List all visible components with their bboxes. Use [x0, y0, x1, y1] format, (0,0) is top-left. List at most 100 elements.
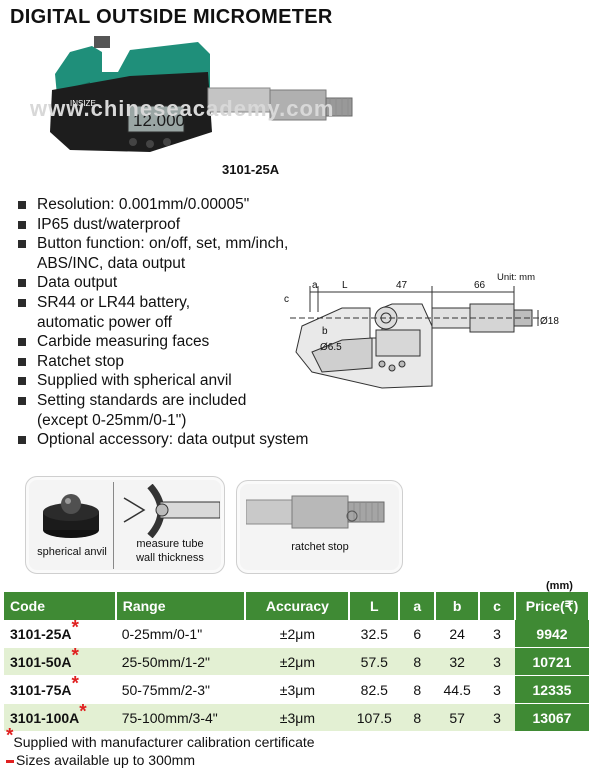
cell-c: 3 [479, 703, 515, 732]
header-a: a [399, 592, 437, 620]
header-code: Code [4, 592, 117, 620]
cell-price: 10721 [514, 647, 589, 676]
square-bullet-icon [18, 338, 26, 347]
cell-price: 12335 [514, 675, 589, 704]
asterisk-mark: * [79, 700, 87, 722]
asterisk-mark: * [6, 725, 14, 747]
cell-a: 6 [399, 620, 436, 648]
square-bullet-icon [18, 220, 26, 229]
dim-d65: Ø6.5 [320, 342, 342, 353]
display-reading: 12.000 [133, 111, 185, 130]
cell-range: 75-100mm/3-4" [115, 703, 246, 732]
square-bullet-icon [18, 201, 26, 209]
header-c: c [479, 592, 516, 620]
square-bullet-icon [18, 279, 26, 288]
asterisk-mark: * [71, 672, 79, 694]
feature-item-continuation: automatic power off [37, 313, 172, 331]
table-row: 3101-100A* 75-100mm/3-4" ±3μm 107.5 8 57… [4, 700, 589, 732]
square-bullet-icon [18, 436, 26, 445]
dim-66: 66 [474, 280, 486, 291]
measure-tube-image [123, 484, 220, 538]
feature-item-continuation: (except 0-25mm/0-1") [37, 411, 187, 429]
feature-item: Ratchet stop [18, 352, 308, 372]
feature-item: Button function: on/off, set, mm/inch, [18, 234, 308, 254]
header-price: Price(₹) [514, 592, 591, 620]
dimension-diagram: a L 47 66 c b Ø6.5 Ø18 [284, 280, 559, 389]
brand-logo: INSIZE [70, 99, 96, 108]
dim-b: b [322, 326, 328, 337]
cell-L: 107.5 [349, 703, 400, 732]
square-bullet-icon [18, 377, 26, 386]
table-row: 3101-25A* 0-25mm/0-1" ±2μm 32.5 6 24 3 9… [4, 616, 589, 648]
asterisk-mark: * [71, 644, 79, 666]
measure-tube-caption-line1: measure tube [136, 538, 204, 550]
feature-item-continuation: ABS/INC, data output [37, 254, 186, 272]
cell-accuracy: ±2μm [245, 620, 350, 648]
feature-item: Resolution: 0.001mm/0.00005" [18, 195, 308, 215]
cell-range: 25-50mm/1-2" [115, 647, 246, 676]
feature-item: Setting standards are included [18, 391, 308, 411]
ratchet-stop-image [246, 495, 385, 529]
header-accuracy: Accuracy [245, 592, 351, 620]
square-bullet-icon [18, 298, 26, 307]
dim-c: c [284, 294, 289, 305]
cell-L: 82.5 [349, 675, 400, 704]
feature-item: Carbide measuring faces [18, 332, 308, 352]
cell-a: 8 [399, 703, 436, 732]
cell-code: 3101-100A* [4, 700, 116, 732]
cell-price: 13067 [514, 703, 589, 732]
cell-b: 24 [435, 620, 480, 648]
micrometer-product-image: 12.000 INSIZE [50, 36, 353, 152]
cell-c: 3 [479, 647, 515, 676]
red-dash-icon [6, 759, 14, 763]
header-L: L [349, 592, 401, 620]
footnote-calibration: *Supplied with manufacturer calibration … [6, 725, 315, 750]
cell-code: 3101-50A* [4, 644, 116, 676]
cell-a: 8 [399, 675, 436, 704]
cell-accuracy: ±3μm [245, 703, 350, 732]
footnote-sizes: Sizes available up to 300mm [6, 752, 195, 768]
header-b: b [435, 592, 481, 620]
cell-b: 32 [435, 647, 480, 676]
square-bullet-icon [18, 396, 26, 405]
watermark: www.chineseacademy.com [30, 96, 335, 121]
cell-range: 0-25mm/0-1" [115, 620, 246, 648]
cell-L: 57.5 [349, 647, 400, 676]
model-caption: 3101-25A [222, 162, 280, 177]
cell-c: 3 [479, 675, 515, 704]
table-row: 3101-75A* 50-75mm/2-3" ±3μm 82.5 8 44.5 … [4, 672, 589, 704]
table-header-row: Code Range Accuracy L a b c Price(₹) [4, 592, 591, 620]
cell-code: 3101-25A* [4, 616, 116, 648]
cell-price: 9942 [514, 620, 589, 648]
feature-item: IP65 dust/waterproof [18, 215, 308, 235]
square-bullet-icon [18, 240, 26, 249]
table-unit-label: (mm) [546, 580, 573, 592]
feature-list: Resolution: 0.001mm/0.00005" IP65 dust/w… [18, 195, 308, 450]
feature-item: Data output [18, 273, 308, 293]
cell-code: 3101-75A* [4, 672, 116, 704]
spec-table: Code Range Accuracy L a b c Price(₹) 310… [4, 592, 591, 732]
page-title: DIGITAL OUTSIDE MICROMETER [10, 6, 333, 28]
dim-47: 47 [396, 280, 408, 291]
cell-c: 3 [479, 620, 515, 648]
spherical-anvil-image [43, 494, 99, 538]
cell-range: 50-75mm/2-3" [115, 675, 246, 704]
feature-item: Supplied with spherical anvil [18, 371, 308, 391]
cell-b: 57 [435, 703, 480, 732]
accessory-divider [113, 482, 114, 569]
unit-label: Unit: mm [497, 272, 535, 283]
feature-item: Optional accessory: data output system [18, 430, 308, 450]
dim-d18: Ø18 [540, 316, 559, 327]
asterisk-mark: * [71, 616, 79, 638]
cell-L: 32.5 [349, 620, 400, 648]
table-row: 3101-50A* 25-50mm/1-2" ±2μm 57.5 8 32 3 … [4, 644, 589, 676]
dim-L: L [342, 280, 348, 291]
spherical-anvil-caption: spherical anvil [37, 546, 107, 558]
cell-b: 44.5 [435, 675, 480, 704]
dim-a: a [312, 280, 318, 291]
header-range: Range [115, 592, 247, 620]
measure-tube-caption-line2: wall thickness [136, 552, 204, 564]
feature-item: SR44 or LR44 battery, [18, 293, 308, 313]
cell-accuracy: ±3μm [245, 675, 350, 704]
cell-accuracy: ±2μm [245, 647, 350, 676]
